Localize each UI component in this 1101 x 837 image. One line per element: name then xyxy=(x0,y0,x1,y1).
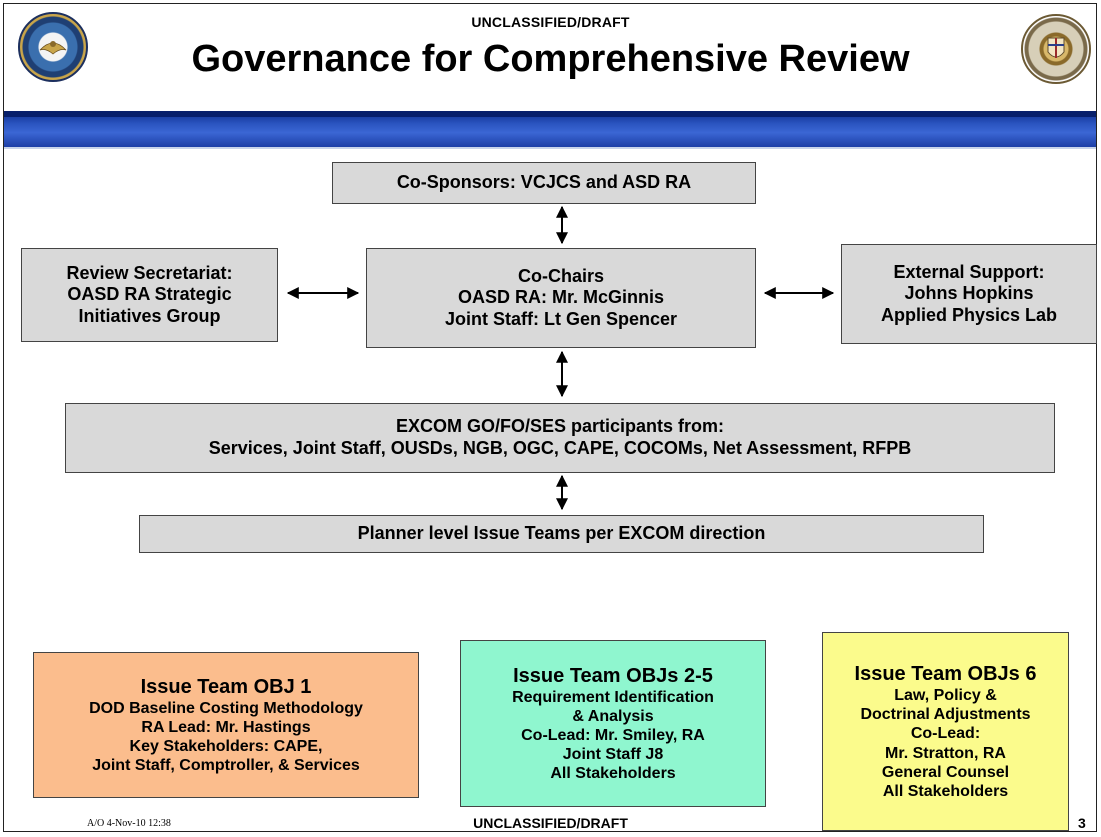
issue-team-obj6-line-5: General Counsel xyxy=(881,763,1010,781)
issue-team-obj2-5-heading: Issue Team OBJs 2-5 xyxy=(513,664,713,687)
issue-team-obj6-box: Issue Team OBJs 6 Law, Policy & Doctrina… xyxy=(822,632,1069,831)
external-support-line-1: External Support: xyxy=(893,261,1045,282)
issue-team-obj1-line-3: Key Stakeholders: CAPE, xyxy=(129,738,323,755)
planner-box: Planner level Issue Teams per EXCOM dire… xyxy=(139,515,984,553)
co-chairs-line-1: Co-Chairs xyxy=(517,265,604,286)
issue-team-obj6-line-2: Doctrinal Adjustments xyxy=(860,706,1031,724)
issue-team-obj2-5-box: Issue Team OBJs 2-5 Requirement Identifi… xyxy=(460,640,766,807)
excom-line-1: EXCOM GO/FO/SES participants from: xyxy=(395,416,725,437)
issue-team-obj6-line-6: All Stakeholders xyxy=(882,782,1009,800)
co-sponsors-box: Co-Sponsors: VCJCS and ASD RA xyxy=(332,162,756,204)
review-secretariat-line-3: Initiatives Group xyxy=(78,305,221,326)
issue-team-obj2-5-line-3: Co-Lead: Mr. Smiley, RA xyxy=(521,726,705,744)
page-number: 3 xyxy=(1078,815,1086,831)
dod-seal-icon xyxy=(18,12,88,82)
issue-team-obj2-5-line-1: Requirement Identification xyxy=(512,688,714,706)
issue-team-obj1-box: Issue Team OBJ 1 DOD Baseline Costing Me… xyxy=(33,652,419,798)
co-chairs-line-2: OASD RA: Mr. McGinnis xyxy=(457,287,664,308)
external-support-line-3: Applied Physics Lab xyxy=(880,304,1058,325)
review-secretariat-line-2: OASD RA Strategic xyxy=(67,284,232,305)
issue-team-obj6-line-1: Law, Policy & xyxy=(894,686,997,704)
header-blue-bar xyxy=(4,111,1096,147)
planner-text: Planner level Issue Teams per EXCOM dire… xyxy=(357,523,766,544)
header-bar-bottom-rule xyxy=(4,147,1096,149)
slide-frame xyxy=(3,3,1097,832)
co-chairs-box: Co-Chairs OASD RA: Mr. McGinnis Joint St… xyxy=(366,248,756,348)
issue-team-obj1-line-2: RA Lead: Mr. Hastings xyxy=(141,718,311,736)
co-sponsors-text: Co-Sponsors: VCJCS and ASD RA xyxy=(396,172,692,193)
excom-box: EXCOM GO/FO/SES participants from: Servi… xyxy=(65,403,1055,473)
issue-team-obj6-line-3: Co-Lead: xyxy=(910,725,981,743)
classification-banner-bottom: UNCLASSIFIED/DRAFT xyxy=(473,815,628,831)
issue-team-obj1-heading: Issue Team OBJ 1 xyxy=(140,675,312,698)
external-support-line-2: Johns Hopkins xyxy=(904,283,1034,304)
review-secretariat-box: Review Secretariat: OASD RA Strategic In… xyxy=(21,248,278,342)
issue-team-obj2-5-line-4: Joint Staff J8 xyxy=(562,746,664,764)
external-support-box: External Support: Johns Hopkins Applied … xyxy=(841,244,1097,344)
joint-chiefs-seal-icon xyxy=(1021,14,1091,84)
classification-banner-top: UNCLASSIFIED/DRAFT xyxy=(471,14,630,30)
page-title: Governance for Comprehensive Review xyxy=(191,38,910,80)
footer-date-stamp: A/O 4-Nov-10 12:38 xyxy=(87,818,171,829)
issue-team-obj2-5-line-5: All Stakeholders xyxy=(550,765,676,783)
issue-team-obj6-heading: Issue Team OBJs 6 xyxy=(854,662,1037,685)
issue-team-obj1-line-1: DOD Baseline Costing Methodology xyxy=(89,699,363,717)
issue-team-obj2-5-line-2: & Analysis xyxy=(572,707,654,725)
review-secretariat-line-1: Review Secretariat: xyxy=(66,262,233,283)
excom-line-2: Services, Joint Staff, OUSDs, NGB, OGC, … xyxy=(208,438,912,458)
issue-team-obj6-line-4: Mr. Stratton, RA xyxy=(885,744,1006,762)
header-bar-top-edge xyxy=(4,111,1096,117)
co-chairs-line-3: Joint Staff: Lt Gen Spencer xyxy=(444,308,678,329)
issue-team-obj1-line-4: Joint Staff, Comptroller, & Services xyxy=(92,757,360,775)
